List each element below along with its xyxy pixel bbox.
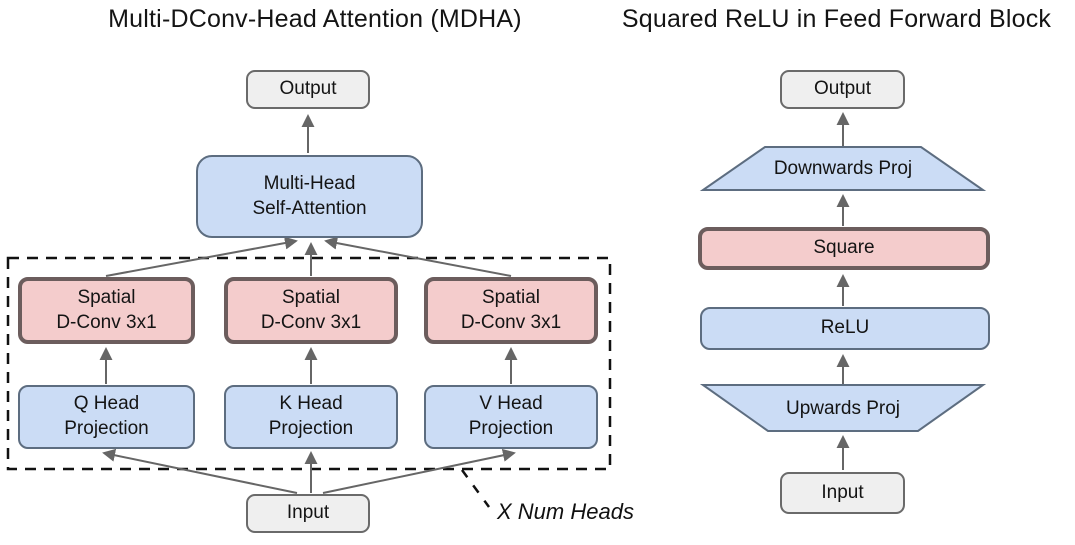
q-head-projection-node: Q Head Projection (18, 385, 195, 449)
spatial-dconv-node-2: Spatial D-Conv 3x1 (224, 277, 398, 344)
k-head-projection-node: K Head Projection (224, 385, 398, 449)
input-node-right: Input (780, 472, 905, 514)
arrow-input-to-vproj (322, 448, 516, 494)
square-node: Square (698, 227, 990, 270)
v-head-projection-node: V Head Projection (424, 385, 598, 449)
spatial-dconv-node-3: Spatial D-Conv 3x1 (424, 277, 598, 344)
spatial-dconv-2-line1: Spatial (281, 286, 341, 308)
mhsa-label-line2: Self-Attention (252, 197, 367, 219)
arrow-input-to-qproj (102, 448, 298, 494)
spatial-dconv-3-line1: Spatial (481, 286, 541, 308)
spatial-dconv-2-line2: D-Conv 3x1 (260, 311, 362, 333)
num-heads-dashed-box (6, 256, 612, 471)
q-head-projection-line1: Q Head (73, 393, 140, 415)
multi-head-self-attention-node: Multi-Head Self-Attention (196, 155, 423, 238)
output-node-right-label: Output (813, 78, 872, 100)
k-head-projection-line1: K Head (279, 393, 343, 415)
v-head-projection-line1: V Head (479, 393, 543, 415)
input-node-left-label: Input (286, 502, 330, 524)
output-node-right: Output (780, 70, 905, 109)
q-head-projection-line2: Projection (64, 418, 149, 439)
downwards-proj-trapezoid (699, 146, 987, 191)
spatial-dconv-1-line1: Spatial (77, 286, 136, 308)
spatial-dconv-1-line2: D-Conv 3x1 (56, 311, 157, 333)
spatial-dconv-3-line2: D-Conv 3x1 (460, 311, 562, 333)
left-diagram-title: Multi-DConv-Head Attention (MDHA) (108, 5, 522, 33)
input-node-left: Input (246, 494, 370, 533)
input-node-right-label: Input (821, 481, 864, 503)
output-node-left-label: Output (279, 78, 337, 100)
square-node-label: Square (813, 237, 875, 259)
mhsa-label-line1: Multi-Head (263, 172, 356, 194)
v-head-projection-line2: Projection (468, 418, 554, 439)
k-head-projection-line2: Projection (268, 418, 354, 439)
annotation-callout-line (460, 469, 491, 508)
spatial-dconv-node-1: Spatial D-Conv 3x1 (18, 277, 195, 344)
relu-node-label: ReLU (820, 317, 870, 339)
num-heads-annotation: X Num Heads (497, 499, 634, 524)
relu-node: ReLU (700, 307, 990, 350)
output-node-left: Output (246, 70, 370, 109)
right-diagram-title: Squared ReLU in Feed Forward Block (621, 5, 1052, 33)
arrow-spatial1-to-mhsa (105, 236, 298, 277)
upwards-proj-trapezoid (699, 384, 987, 432)
arrow-spatial3-to-mhsa (324, 236, 512, 277)
